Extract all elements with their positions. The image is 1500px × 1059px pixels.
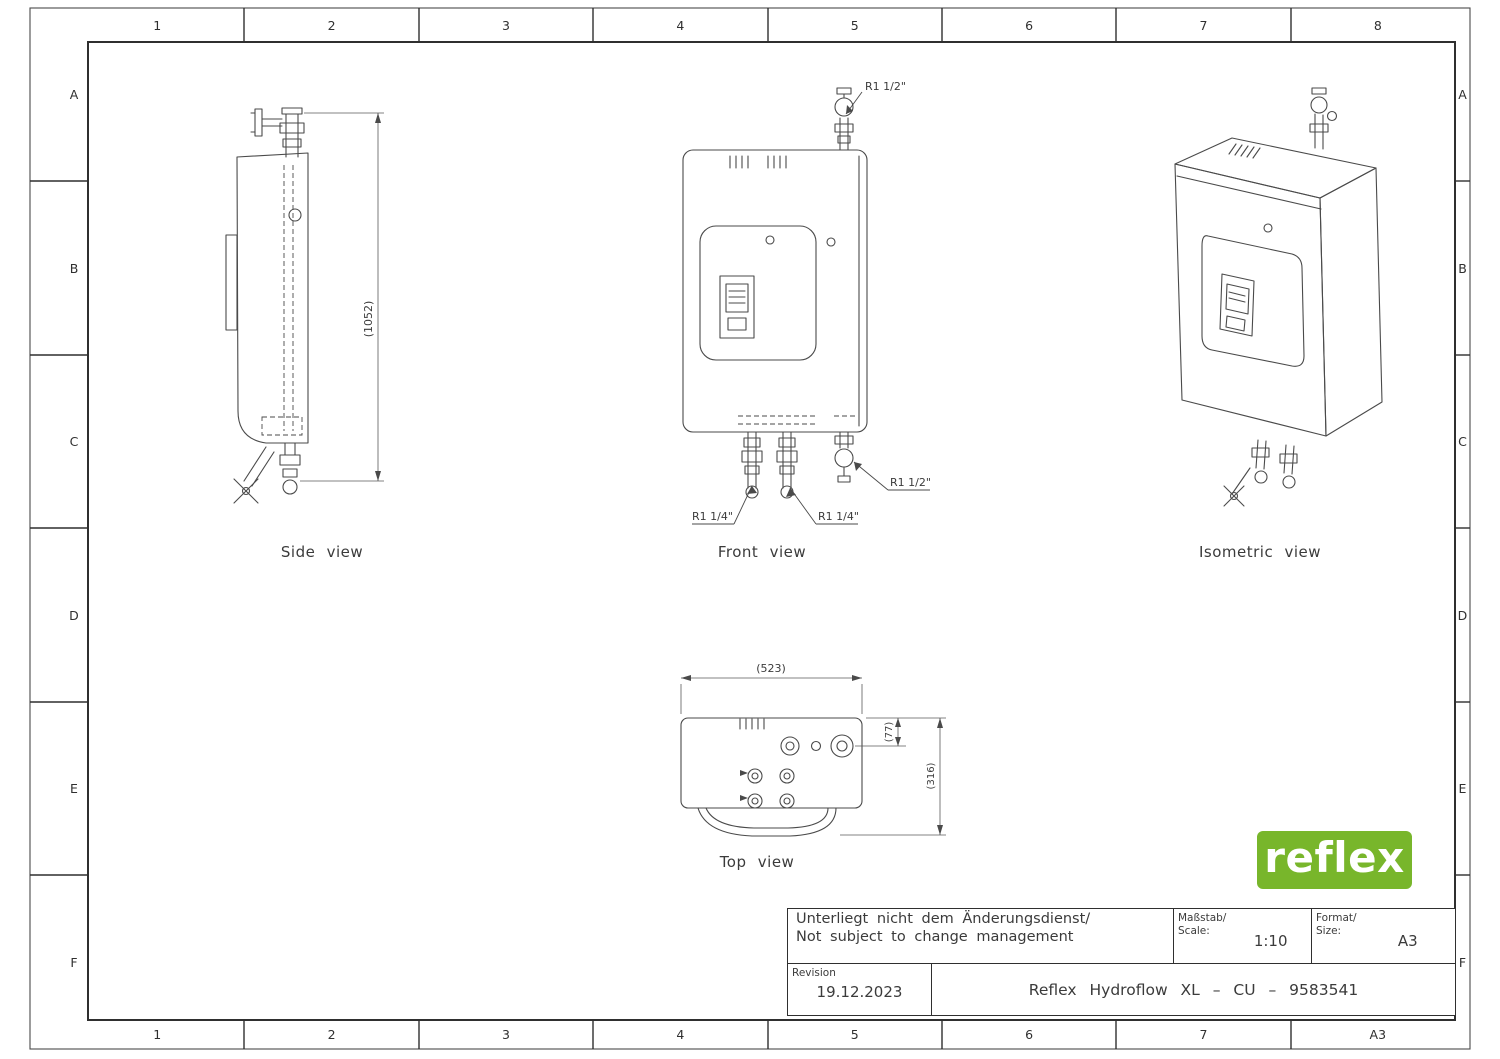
grid-label: B xyxy=(1458,260,1467,276)
top-view-dimension-lines xyxy=(680,677,946,836)
grid-label: 4 xyxy=(676,17,685,33)
grid-label: 1 xyxy=(153,17,162,33)
isometric-view-label: Isometric view xyxy=(1198,543,1322,561)
grid-label: A xyxy=(69,87,79,103)
side-view-hidden-lines xyxy=(261,165,303,436)
title-block-row-bottom: Revision 19.12.2023 Reflex Hydroflow XL … xyxy=(788,963,1455,1015)
front-view-hidden-lines xyxy=(738,415,858,425)
top-view-drawing: (523) (77) (316) xyxy=(680,662,946,837)
title-block-row-top: Unterliegt nicht dem Änderungsdienst/ No… xyxy=(788,909,1455,963)
front-view-geometry xyxy=(682,87,868,499)
side-view-dimension-lines xyxy=(300,112,384,482)
side-height-dimension: (1052) xyxy=(362,301,375,338)
format-cell: Format/ Size: A3 xyxy=(1311,909,1455,963)
reflex-logo-text: reflex xyxy=(1264,832,1405,882)
grid-label: F xyxy=(1458,954,1467,970)
front-view-leader-arrows xyxy=(747,105,862,497)
grid-label: 7 xyxy=(1199,17,1208,33)
grid-label: 1 xyxy=(153,1027,162,1042)
grid-label: C xyxy=(69,434,79,450)
top-width-dimension: (523) xyxy=(756,662,786,675)
side-view-dimension-arrows xyxy=(375,113,381,481)
top-view-dimension-arrows xyxy=(681,675,943,835)
grid-label: A3 xyxy=(1369,1027,1387,1042)
grid-label: 3 xyxy=(501,17,510,33)
scale-value: 1:10 xyxy=(1253,932,1288,950)
top-view-section-marks xyxy=(740,770,748,801)
grid-label: D xyxy=(1457,607,1468,623)
scale-cell: Maßstab/ Scale: 1:10 xyxy=(1173,909,1311,963)
grid-label: B xyxy=(69,260,79,276)
isometric-view-geometry xyxy=(1174,87,1383,507)
revision-date: 19.12.2023 xyxy=(816,983,903,1002)
side-view-drawing: (1052) xyxy=(225,107,384,504)
grid-label: E xyxy=(70,781,78,797)
format-value: A3 xyxy=(1397,932,1418,950)
pipe-label-bottom-left: R1 1/4" xyxy=(692,510,733,523)
change-note-line2: Not subject to change management xyxy=(796,929,1074,945)
top-view-label: Top view xyxy=(719,853,795,871)
scale-label: Maßstab/ Scale: xyxy=(1178,912,1227,938)
grid-label: 4 xyxy=(676,1027,685,1042)
top-depth-dimension: (316) xyxy=(926,762,937,789)
grid-label: 3 xyxy=(501,1027,510,1042)
grid-label: 8 xyxy=(1373,17,1382,33)
side-view-geometry xyxy=(225,107,309,504)
pipe-label-bottom-mid: R1 1/4" xyxy=(818,510,859,523)
grid-label: 6 xyxy=(1025,17,1034,33)
front-view-label: Front view xyxy=(717,543,807,561)
grid-label: 7 xyxy=(1199,1027,1208,1042)
revision-cell: Revision 19.12.2023 xyxy=(788,964,931,1015)
side-view-label: Side view xyxy=(280,543,364,561)
change-note-cell: Unterliegt nicht dem Änderungsdienst/ No… xyxy=(788,909,1173,963)
pipe-label-top: R1 1/2" xyxy=(865,80,906,93)
grid-label: 2 xyxy=(327,17,336,33)
reflex-logo: reflex xyxy=(1257,831,1412,889)
change-note-line1: Unterliegt nicht dem Änderungsdienst/ xyxy=(796,911,1091,927)
pipe-label-bottom-right: R1 1/2" xyxy=(890,476,931,489)
grid-label: 5 xyxy=(850,17,859,33)
grid-label: 2 xyxy=(327,1027,336,1042)
grid-rows-right: A B C D E F xyxy=(1455,8,1470,1049)
grid-label: 6 xyxy=(1025,1027,1034,1042)
drawing-title: Reflex Hydroflow XL – CU – 9583541 xyxy=(1028,980,1359,999)
front-view-leader-lines xyxy=(692,91,930,525)
drawing-title-cell: Reflex Hydroflow XL – CU – 9583541 xyxy=(931,964,1455,1015)
grid-columns-top: 1 2 3 4 5 6 7 8 xyxy=(70,8,1465,42)
title-block: Unterliegt nicht dem Änderungsdienst/ No… xyxy=(787,908,1456,1016)
grid-label: C xyxy=(1458,434,1467,450)
revision-label: Revision xyxy=(792,967,836,979)
grid-label: 5 xyxy=(850,1027,859,1042)
top-view-geometry xyxy=(680,717,863,837)
grid-tick-marks xyxy=(30,8,1470,1049)
grid-label: D xyxy=(69,607,79,623)
grid-columns-bottom: 1 2 3 4 5 6 7 A3 xyxy=(70,1020,1465,1049)
isometric-view-drawing xyxy=(1174,87,1383,507)
front-view-drawing: R1 1/2" R1 1/4" R1 1/4" R1 1/2" xyxy=(682,80,931,525)
top-offset-dimension: (77) xyxy=(884,722,895,743)
grid-label: E xyxy=(1458,781,1467,797)
grid-label: F xyxy=(70,954,78,970)
format-label: Format/ Size: xyxy=(1316,912,1357,938)
grid-rows-left: A B C D E F xyxy=(60,8,88,1049)
grid-label: A xyxy=(1458,87,1467,103)
